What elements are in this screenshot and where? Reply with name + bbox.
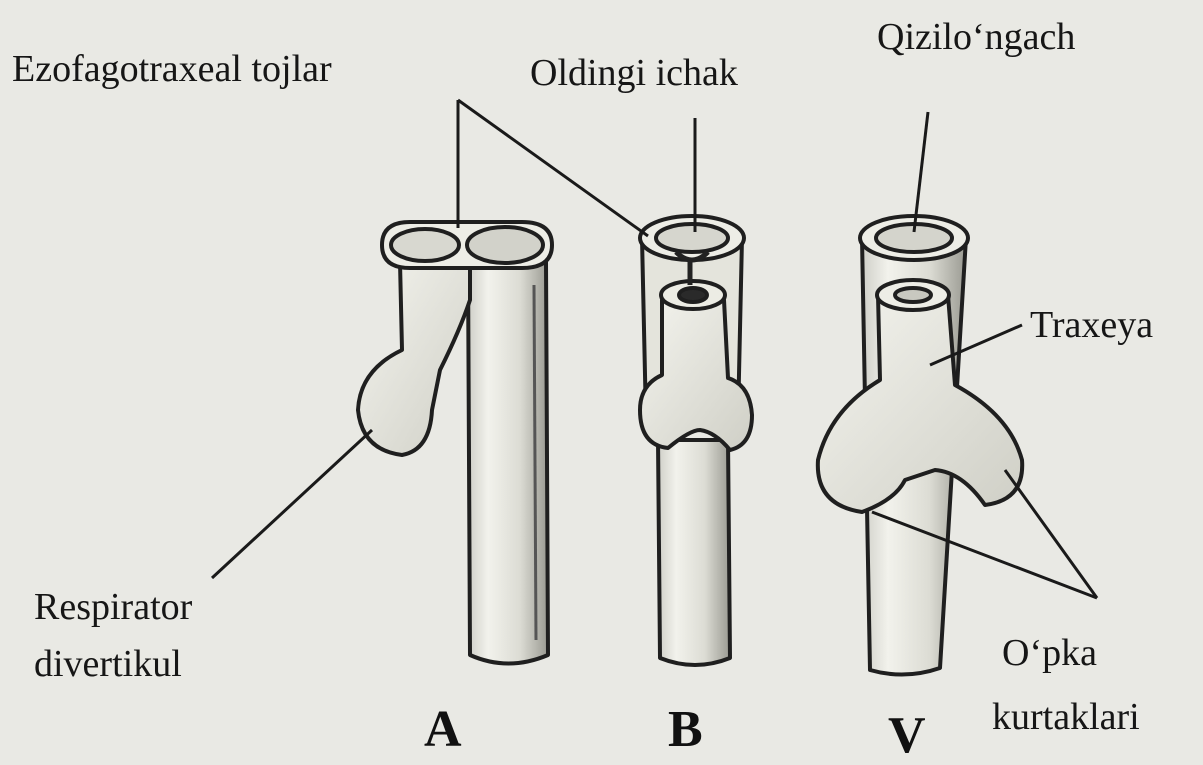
panel-v-structure — [818, 216, 1022, 675]
panel-a-ring-left — [391, 229, 459, 261]
panel-a-diverticulum — [358, 262, 470, 455]
leader-ezofagotraxeal — [458, 100, 648, 236]
leader-respirator — [212, 430, 372, 578]
panel-label-b: B — [668, 700, 703, 759]
label-traxeya: Traxeya — [1030, 306, 1153, 346]
panel-label-v: V — [888, 706, 926, 765]
label-respirator-line2: divertikul — [34, 645, 182, 685]
label-ezofagotraxeal-tojlar: Ezofagotraxeal tojlar — [12, 50, 332, 90]
panel-b-esophagus-tube — [658, 440, 730, 665]
leader-qiziloch — [914, 112, 928, 232]
panel-label-a: A — [424, 700, 462, 759]
label-opka-line1: O‘pka — [1002, 634, 1097, 674]
panel-b-structure — [640, 216, 752, 665]
panel-b-top-ring — [656, 224, 728, 252]
label-qiziloch: Qizilo‘ngach — [877, 18, 1075, 58]
label-oldingi-ichak: Oldingi ichak — [530, 54, 738, 94]
label-opka-line2: kurtaklari — [992, 698, 1140, 738]
label-respirator-line1: Respirator — [34, 588, 192, 628]
panel-a-ring-right — [467, 227, 543, 263]
panel-a-structure — [358, 222, 552, 664]
